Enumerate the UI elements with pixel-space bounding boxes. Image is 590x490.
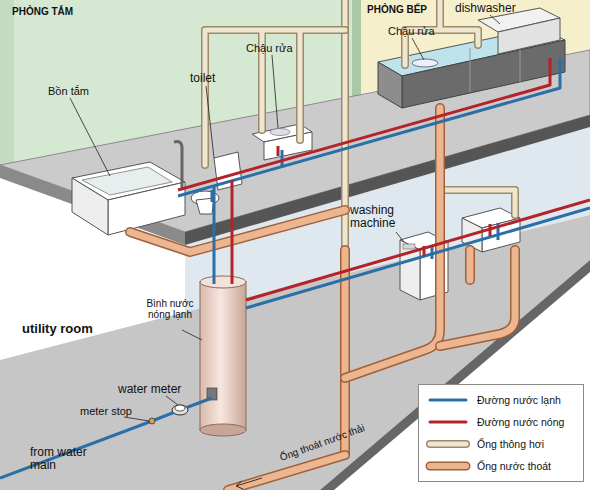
legend-text: Ống nước thoát bbox=[477, 460, 551, 472]
washing-machine bbox=[403, 244, 415, 249]
meter-stop bbox=[149, 418, 155, 424]
legend-swatch bbox=[425, 394, 471, 406]
part-label: water meter bbox=[118, 383, 181, 396]
water-heater bbox=[200, 282, 246, 430]
partition-wall bbox=[352, 0, 361, 98]
part-label: meter stop bbox=[80, 405, 132, 417]
kitchen-counter bbox=[470, 48, 471, 92]
hot-water-line bbox=[277, 146, 280, 156]
legend-item: Ống nước thoát bbox=[425, 455, 577, 477]
water-heater bbox=[200, 276, 246, 436]
bathroom-sink bbox=[264, 132, 312, 160]
leader-line bbox=[412, 38, 424, 60]
legend-swatch-line bbox=[430, 399, 466, 402]
fixture-label: Chậu rửa bbox=[246, 42, 293, 54]
water-meter bbox=[172, 405, 188, 415]
legend-swatch bbox=[425, 438, 471, 450]
fixture-label: Bồn tắm bbox=[48, 85, 89, 97]
bathtub bbox=[72, 162, 185, 235]
hot-water-line bbox=[489, 224, 492, 236]
room-name: utility room bbox=[22, 322, 93, 336]
vent-pipe bbox=[205, 30, 345, 165]
legend-box: Đường nước lạnhĐường nước nóngỐng thông … bbox=[418, 384, 584, 482]
hot-water-line bbox=[423, 246, 426, 256]
leader-line bbox=[182, 330, 202, 340]
legend-swatch bbox=[425, 460, 471, 472]
cold-water-line bbox=[211, 190, 214, 202]
leader-line bbox=[124, 417, 149, 421]
drain-pipe bbox=[440, 250, 515, 346]
leader-line bbox=[272, 55, 278, 128]
leader-line bbox=[206, 86, 214, 158]
drain-pipe bbox=[345, 108, 440, 378]
water-heater bbox=[200, 424, 246, 436]
cold-water-line bbox=[246, 208, 590, 308]
legend-swatch bbox=[425, 416, 471, 428]
bathtub bbox=[72, 178, 108, 235]
room-name: PHÒNG BẾP bbox=[367, 4, 427, 15]
vent-pipe bbox=[440, 190, 515, 215]
drain-pipe bbox=[130, 210, 345, 252]
fixture-label: dishwasher bbox=[455, 2, 516, 15]
cold-water-line bbox=[431, 246, 434, 259]
legend-text: Đường nước lạnh bbox=[477, 394, 561, 406]
hot-water-line bbox=[178, 58, 590, 300]
hot-water-line bbox=[246, 200, 590, 300]
cold-water-line bbox=[213, 186, 216, 284]
kitchen-counter bbox=[412, 59, 438, 67]
flow-arrow bbox=[236, 478, 262, 489]
bath-faucet bbox=[174, 142, 182, 188]
drain-pipe bbox=[440, 250, 515, 346]
leader-line bbox=[396, 232, 404, 242]
legend-item: Đường nước lạnh bbox=[425, 389, 577, 411]
vent-pipe bbox=[205, 0, 515, 250]
hot-water-line bbox=[231, 180, 234, 284]
legend-swatch-line bbox=[430, 462, 466, 471]
vent-pipe bbox=[440, 190, 515, 215]
legend-swatch-line bbox=[430, 442, 466, 447]
leader-line bbox=[70, 15, 500, 421]
water-meter bbox=[175, 405, 185, 411]
legend-item: Ống thông hơi bbox=[425, 433, 577, 455]
drain-pipe bbox=[465, 250, 475, 280]
fixture-label: washing machine bbox=[350, 204, 412, 230]
leader-line bbox=[166, 396, 178, 405]
bathtub bbox=[108, 182, 185, 235]
water-meter bbox=[172, 405, 188, 415]
vent-pipe bbox=[205, 30, 345, 165]
legend-item: Đường nước nóng bbox=[425, 411, 577, 433]
fixture-label: Chậu rửa bbox=[388, 25, 435, 37]
kitchen-counter bbox=[378, 62, 402, 108]
legend-swatch-line bbox=[430, 421, 466, 424]
bathroom-side-wall bbox=[0, 0, 14, 170]
cold-water-line bbox=[178, 58, 560, 196]
legend-text: Ống thông hơi bbox=[477, 438, 544, 450]
leader-line bbox=[490, 15, 500, 24]
drain-pipe bbox=[467, 250, 474, 280]
water-heater bbox=[200, 276, 246, 288]
fixture-label: toilet bbox=[190, 72, 215, 85]
drain-pipe bbox=[130, 210, 345, 252]
lower-floor bbox=[0, 215, 590, 490]
drain-pipe bbox=[345, 108, 440, 378]
room-name: PHÒNG TẮM bbox=[12, 6, 73, 17]
kitchen-counter bbox=[402, 40, 565, 108]
cold-water-line bbox=[0, 398, 212, 478]
legend-swatch-line bbox=[430, 463, 466, 469]
leader-line bbox=[70, 98, 110, 176]
hot-water-line bbox=[178, 58, 550, 190]
fixture-label: Bình nước nóng lạnh bbox=[134, 298, 206, 320]
legend-swatch-line bbox=[430, 440, 466, 448]
legend-text: Đường nước nóng bbox=[477, 416, 564, 428]
dishwasher bbox=[498, 18, 560, 54]
bathroom-sink bbox=[270, 129, 290, 136]
part-label: from water main bbox=[30, 446, 102, 472]
